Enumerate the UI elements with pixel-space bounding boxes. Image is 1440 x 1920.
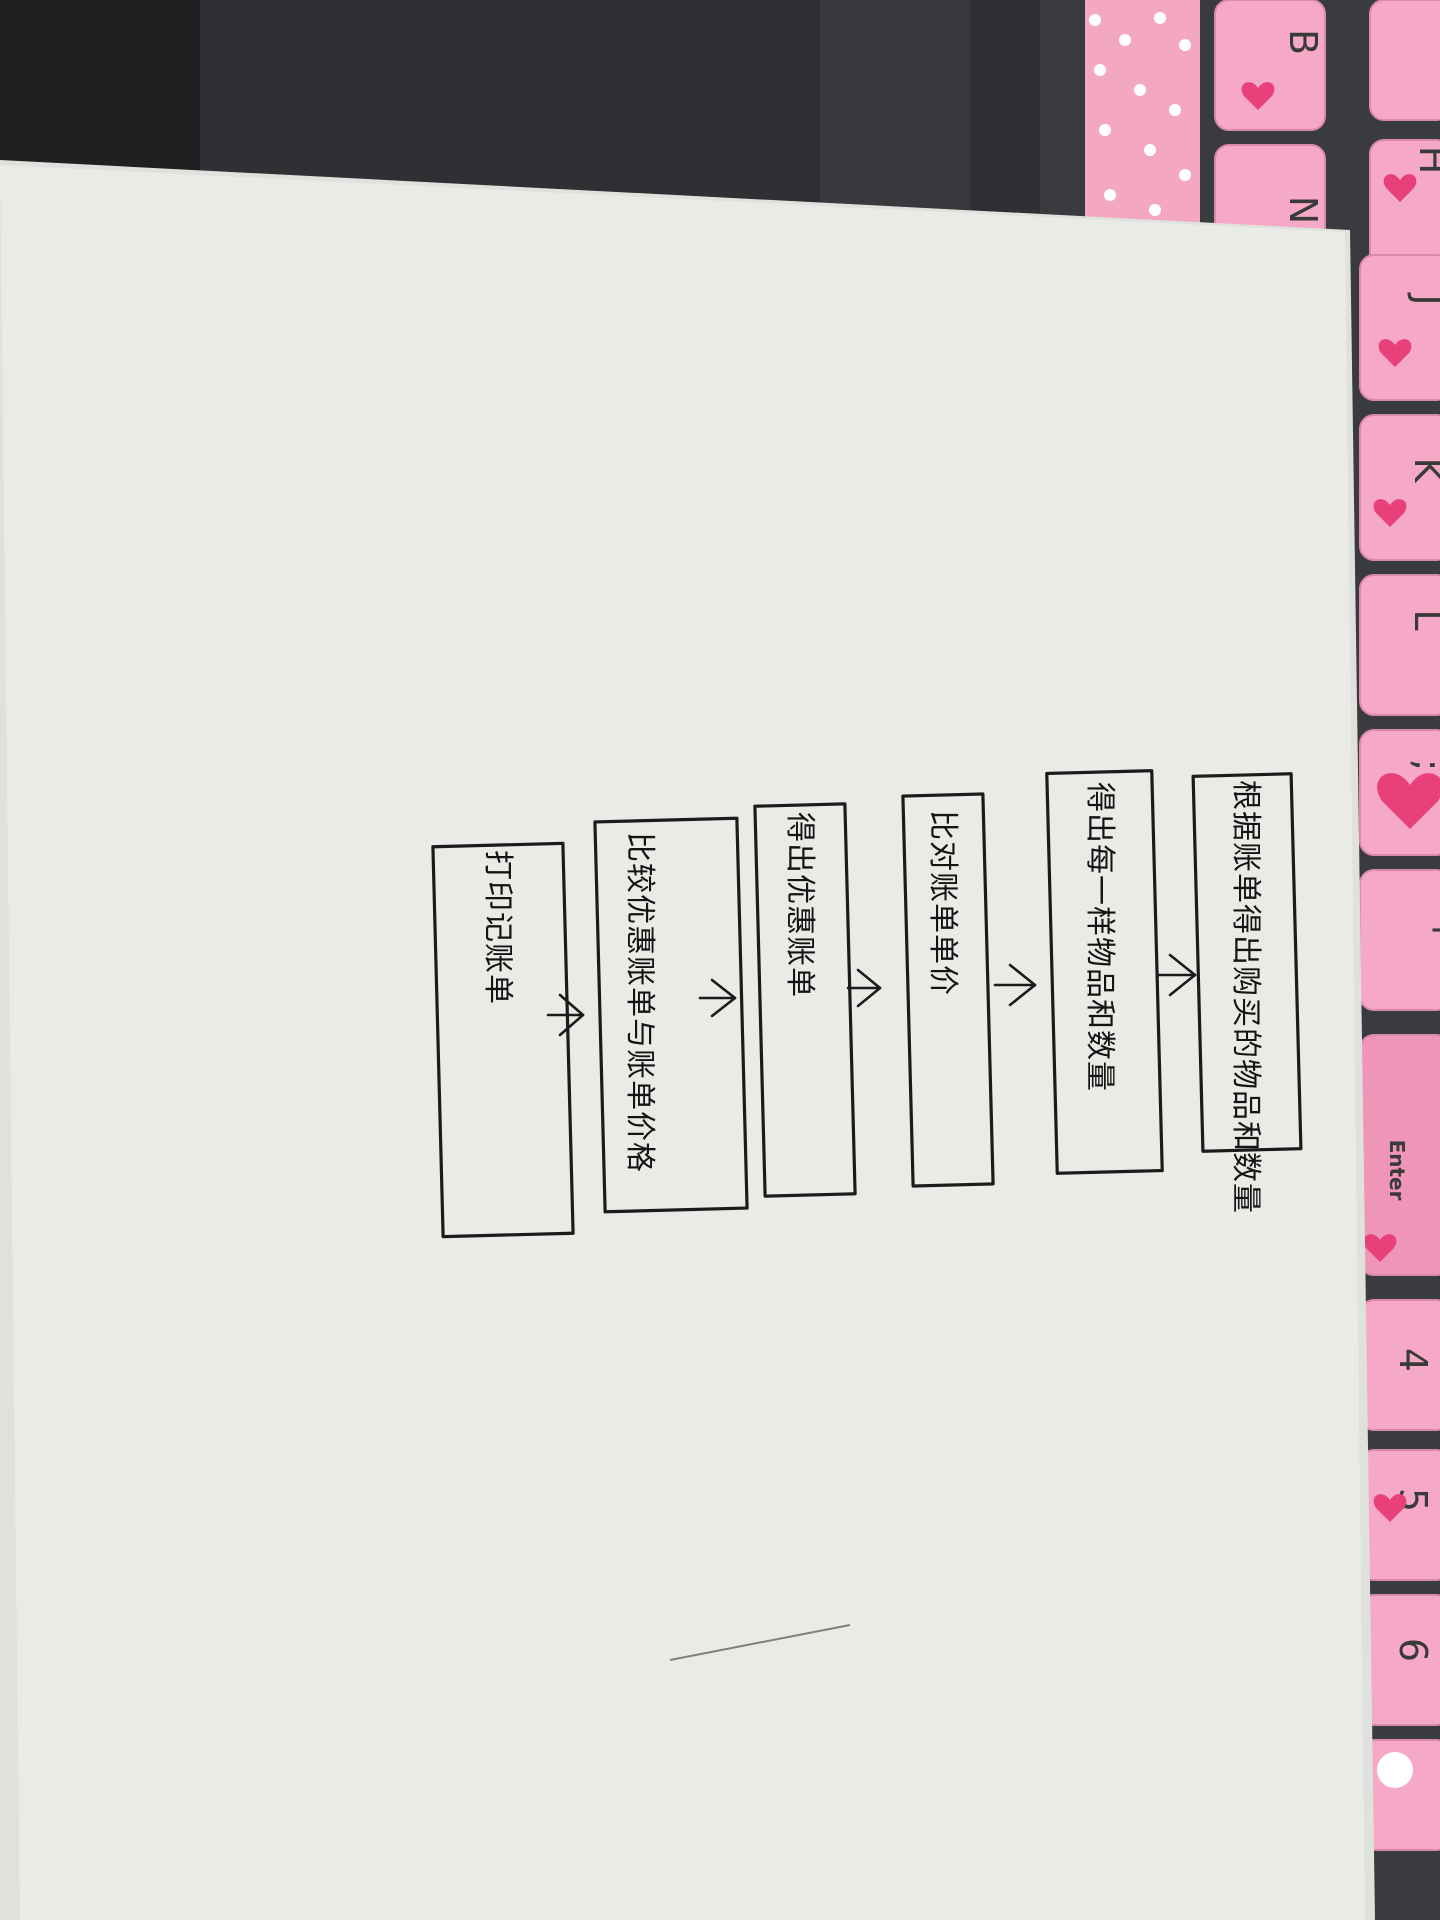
heart-icon — [1373, 1494, 1407, 1522]
key-quote — [1359, 869, 1440, 1011]
heart-icon — [1241, 82, 1275, 110]
flow-step-5-text: 比较优惠账单与账单价格 — [622, 832, 657, 1173]
key-label-enter: Enter — [1385, 1140, 1409, 1201]
flow-step-1-text: 根据账单得出购买的物品和数量 — [1228, 780, 1263, 1214]
polka-dot-keycover — [1085, 0, 1200, 230]
flow-step-1-box — [1191, 772, 1303, 1153]
key-k — [1359, 414, 1440, 561]
key-label-6: 6 — [1391, 1638, 1435, 1662]
flow-step-4-box — [753, 802, 857, 1198]
key-label-l: L — [1406, 609, 1440, 630]
key-b — [1214, 0, 1326, 131]
flow-step-6-text: 打印记账单 — [480, 850, 515, 1005]
flow-step-4-text: 得出优惠账单 — [782, 812, 817, 998]
paper-sheet — [0, 165, 1365, 1920]
key-label-j: J — [1406, 292, 1440, 305]
key-label-quote: ' — [1406, 925, 1440, 935]
key-h — [1369, 0, 1440, 121]
heart-icon — [1363, 1234, 1397, 1262]
speaker-grille — [820, 0, 970, 215]
flow-step-2-text: 得出每一样物品和数量 — [1082, 782, 1117, 1092]
keyboard-keys: B N H J K L ; ' Enter 4 5 6 — [1214, 0, 1440, 1851]
flow-step-3-text: 比对账单单价 — [925, 810, 960, 996]
key-label-semicolon: ; — [1406, 759, 1440, 772]
key-l — [1359, 574, 1440, 716]
key-label-k: K — [1406, 458, 1440, 484]
heart-icon — [1377, 773, 1440, 829]
flow-step-3-box — [901, 792, 995, 1188]
flow-step-2-box — [1045, 769, 1164, 1175]
key-5 — [1359, 1449, 1440, 1581]
heart-icon — [1378, 339, 1412, 367]
bear-icon — [1377, 1752, 1413, 1788]
key-label-b: B — [1281, 29, 1325, 55]
key-j — [1359, 254, 1440, 401]
flow-step-5-box — [593, 816, 749, 1214]
flowchart: 根据账单得出购买的物品和数量 得出每一样物品和数量 比对账单单价 得出优惠账单 … — [431, 769, 1303, 1239]
heart-icon — [1373, 499, 1407, 527]
pen-mark — [669, 1624, 851, 1661]
key-label-4: 4 — [1391, 1348, 1435, 1372]
flow-step-6-box — [431, 841, 575, 1239]
key-label-n: N — [1281, 196, 1325, 224]
key-label-h: H — [1411, 146, 1440, 175]
heart-icon — [1383, 174, 1417, 202]
